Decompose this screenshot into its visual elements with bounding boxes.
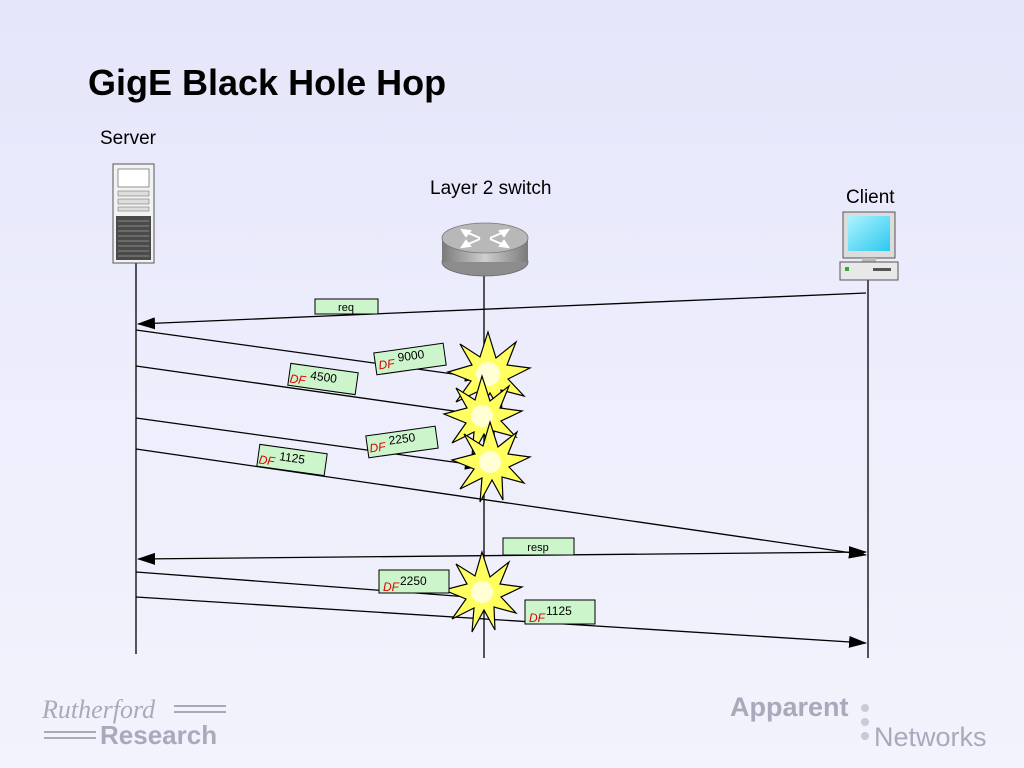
burst-icon-2 [442,373,525,457]
burst-icon-1 [446,329,533,417]
message-arrow-2250b [135,571,483,603]
logo-left-line2: Research [100,720,218,750]
packet-label-1125b: DF 1125 [524,599,596,625]
packet-size: 1125 [546,604,572,618]
page-title: GigE Black Hole Hop [88,62,447,103]
message-arrow-2250 [135,417,483,470]
packet-label-resp: resp [502,537,575,556]
switch-label: Layer 2 switch [430,178,552,199]
packet-label-2250b: DF 2250 [378,569,450,594]
client-icon [839,211,899,281]
message-arrow-4500 [135,365,483,419]
logo-right-line2: Networks [874,722,987,752]
logo-right-line1: Apparent [730,692,849,722]
message-arrow-9000 [135,329,483,382]
server-label: Server [100,128,156,149]
df-flag: DF [529,611,546,625]
packet-size: 2250 [400,574,427,588]
client-label: Client [846,187,895,208]
server-icon [112,163,155,264]
packet-size: 9000 [397,347,426,365]
apparent-networks-logo: Apparent Networks [730,692,1010,762]
packet-label-2250: DF 2250 [365,425,439,459]
packet-size: 1125 [278,449,306,467]
rutherford-research-logo: Rutherford Research [42,695,242,755]
df-flag: DF [369,439,387,455]
burst-icon-3 [450,419,533,503]
df-flag: DF [289,371,307,387]
packet-label-9000: DF 9000 [373,342,447,376]
df-flag: DF [258,452,276,468]
packet-label-text: resp [527,542,548,554]
packet-size: 4500 [309,368,338,386]
packet-size: 2250 [388,430,417,448]
message-arrow-resp [137,546,867,565]
logo-left-line1: Rutherford [42,695,156,724]
packet-label-text: req [338,302,354,314]
df-flag: DF [378,356,396,372]
packet-label-4500: DF 4500 [287,362,359,396]
switch-icon [441,222,529,277]
message-arrow-req [137,292,867,330]
df-flag: DF [383,580,400,594]
burst-icon-4 [442,549,525,633]
packet-label-1125: DF 1125 [256,443,328,477]
packet-label-req: req [314,298,379,315]
message-arrow-1125b [135,596,867,648]
